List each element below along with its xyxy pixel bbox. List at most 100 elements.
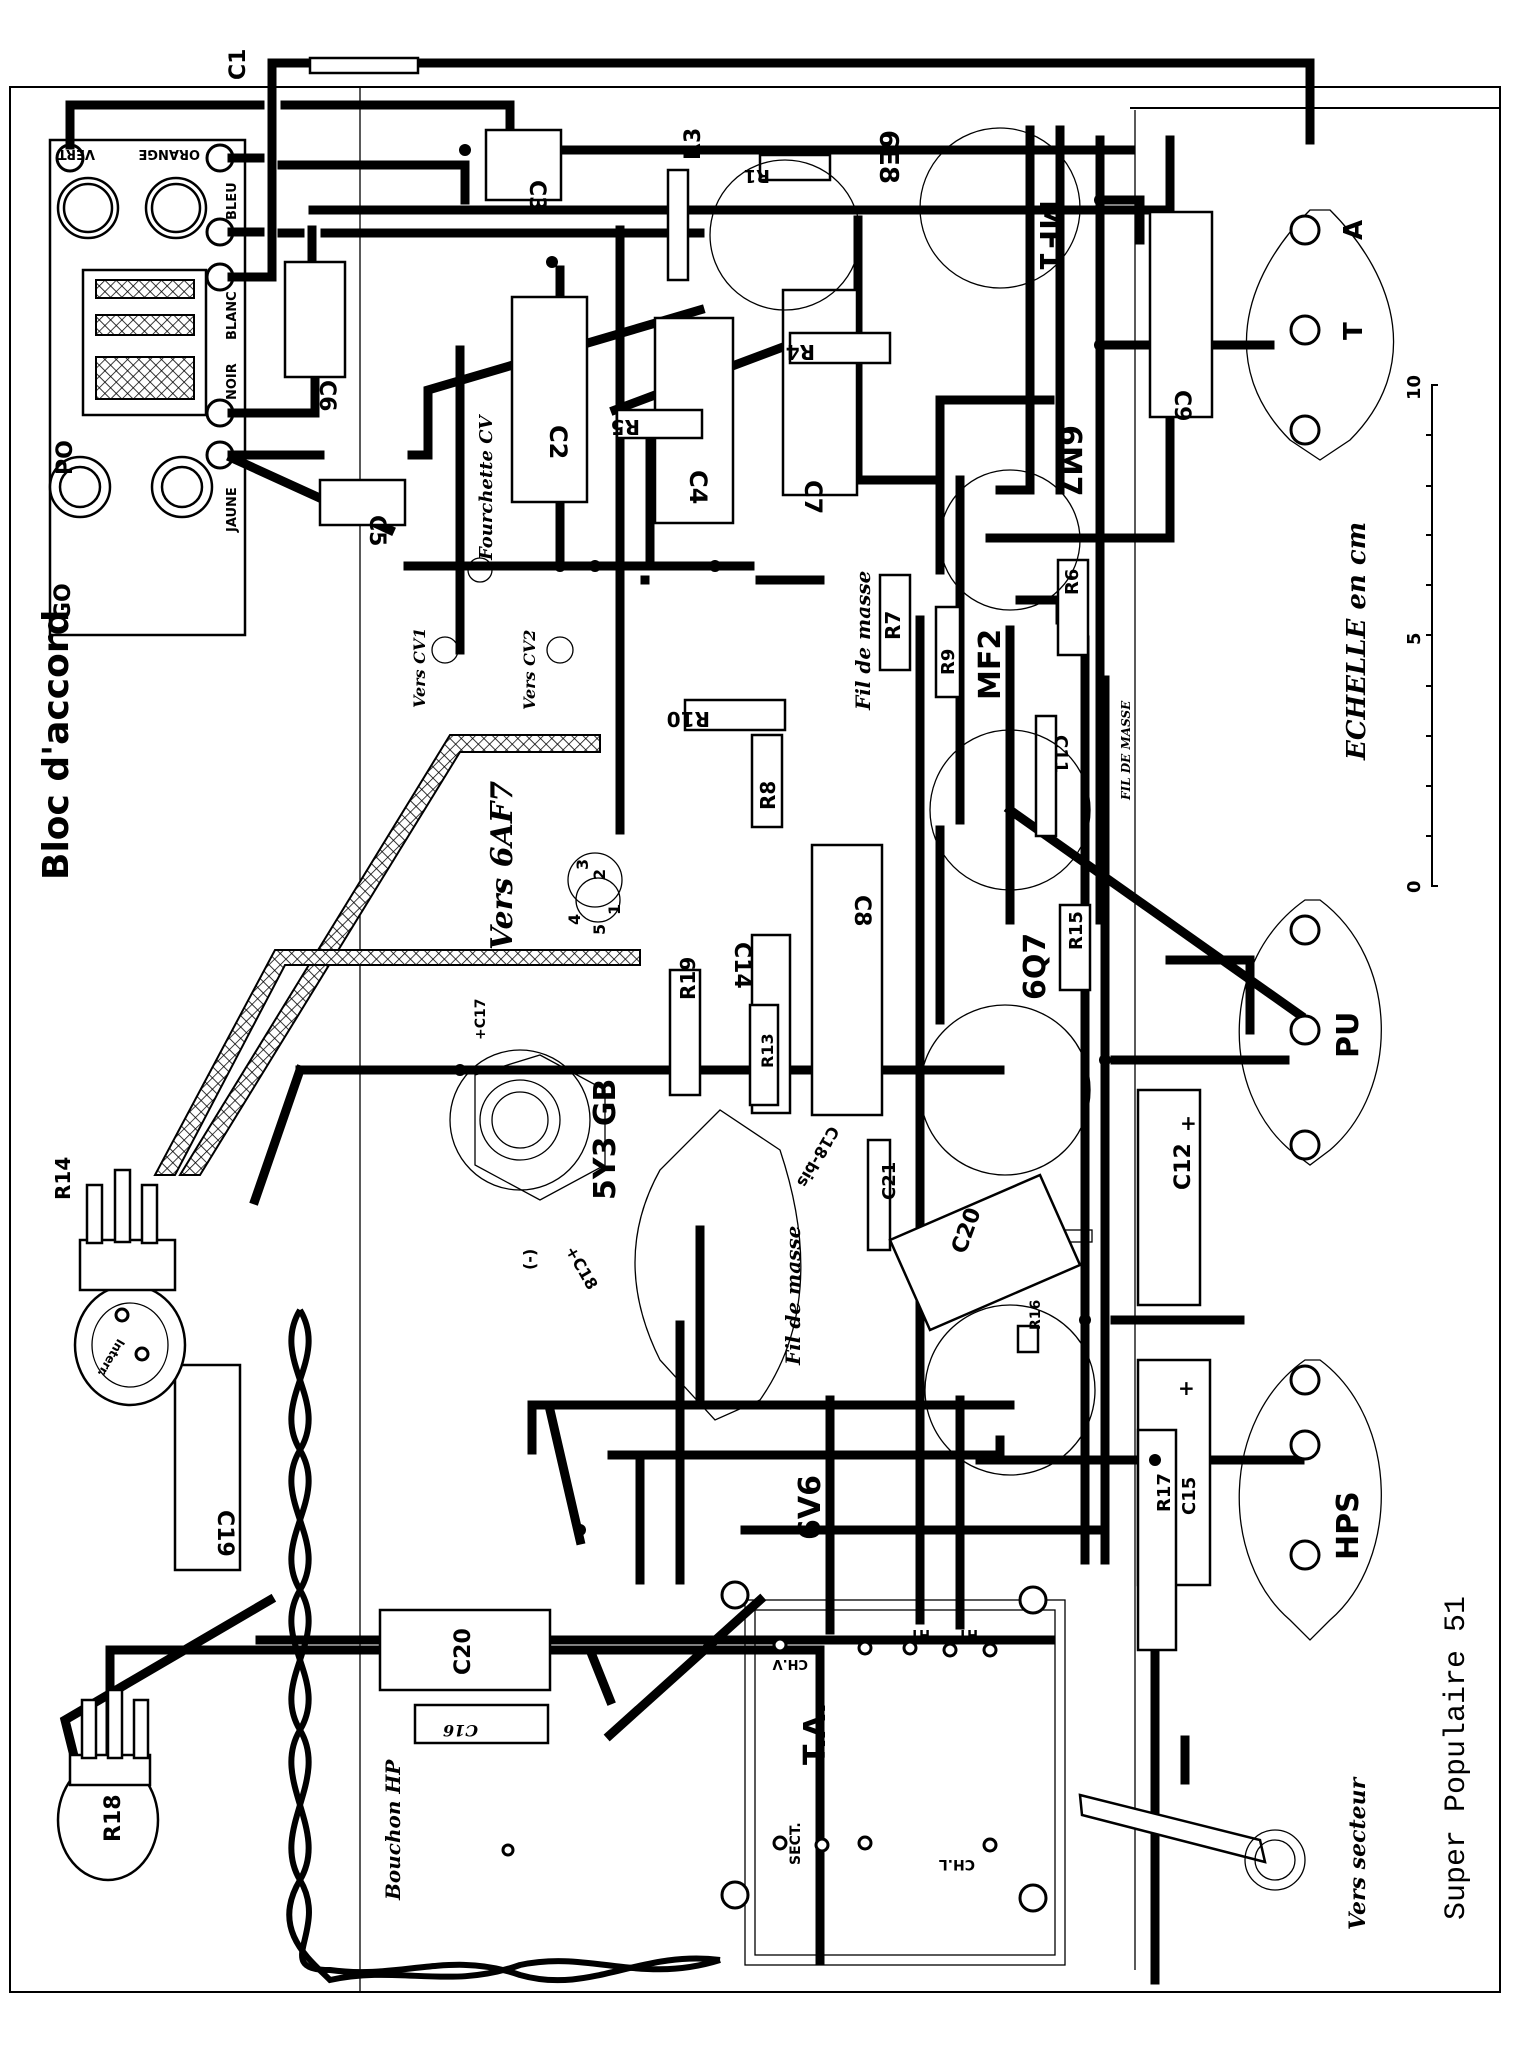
- c12-label: C12: [1171, 1143, 1196, 1190]
- r4-label: R4: [786, 340, 815, 364]
- c20b-label: C20: [451, 1628, 476, 1675]
- c2-label: C2: [544, 425, 572, 459]
- fourchette-connector: [467, 557, 493, 583]
- c15-label: C15: [1179, 1477, 1200, 1515]
- c17-label: +C17: [473, 999, 489, 1041]
- socket-hps-label: HPS: [1331, 1491, 1366, 1560]
- c6-label: C6: [314, 380, 339, 411]
- c5-label: C5: [364, 515, 389, 546]
- ta-term-sect: SECT.: [788, 1822, 804, 1865]
- c12-plus: +: [1180, 1111, 1197, 1135]
- bloc-accord-label: Bloc d'accord: [36, 610, 77, 880]
- scale-bar: 0 5 10 ECHELLE en cm: [1342, 375, 1438, 893]
- c15-plus: +: [1178, 1376, 1195, 1400]
- c1-label: C1: [226, 49, 251, 80]
- tube-5y3-label: 5Y3 GB: [588, 1079, 623, 1200]
- r14-label: R14: [51, 1157, 75, 1200]
- term-jaune: JAUNE: [225, 487, 240, 533]
- vers-secteur-label: Vers secteur: [1345, 1776, 1371, 1930]
- fil-de-masse-1: Fil de masse: [851, 571, 875, 711]
- bloc-accord: [48, 138, 247, 637]
- r9-label: R9: [938, 649, 959, 675]
- socket-pu-label: PU: [1331, 1012, 1366, 1058]
- c16-label: C16: [443, 1721, 478, 1740]
- socket-t-label: T: [1339, 322, 1369, 340]
- cv2-connector: [546, 636, 574, 664]
- r15-label: R15: [1066, 911, 1087, 950]
- scale-tick-5: 5: [1404, 632, 1425, 645]
- term-blanc: BLANC: [225, 291, 240, 340]
- tube-6v6-label: 6V6: [793, 1475, 828, 1540]
- r8-label: R8: [756, 781, 780, 810]
- ta-label: T.A.: [798, 1703, 833, 1765]
- fil-de-masse-2: Fil de masse: [781, 1226, 805, 1366]
- term-noir: NOIR: [225, 363, 240, 400]
- r6-label: R6: [1062, 569, 1083, 595]
- r7-label: R7: [881, 611, 905, 640]
- r16-label: R16: [1028, 1300, 1044, 1330]
- pin-5: 5: [590, 924, 609, 935]
- cv1-connector: [431, 636, 459, 664]
- vers-cv1-label: Vers CV1: [410, 628, 429, 708]
- r13-label: R13: [758, 1033, 777, 1068]
- chassis-outline: [9, 86, 1501, 1993]
- mains-cable: [1078, 1793, 1306, 1891]
- band-go-label: GO: [51, 583, 76, 620]
- r1-label: R1: [744, 165, 770, 186]
- mf1-label: MF1: [1032, 200, 1067, 271]
- ta-term-chl: CH.L: [939, 1856, 975, 1872]
- pin-4: 4: [565, 914, 584, 925]
- fourchette-cv-label: Fourchette CV: [476, 413, 497, 561]
- c14-label: C14: [729, 942, 754, 989]
- c18-label: +C18: [562, 1243, 602, 1294]
- ta-term-chv: CH.V: [773, 1656, 808, 1671]
- scale-label: ECHELLE en cm: [1342, 522, 1372, 761]
- pin-2: 2: [590, 869, 609, 880]
- c1: C1: [226, 49, 420, 80]
- pin-3: 3: [573, 859, 592, 870]
- twisted-pair: [286, 1308, 721, 1984]
- resistors: [615, 153, 1178, 1652]
- r3-label: R3: [681, 128, 706, 160]
- potentiometers: [56, 1168, 187, 1882]
- tube-6q7-label: 6Q7: [1018, 933, 1053, 1000]
- fil-de-masse-3: FIL DE MASSE: [1119, 700, 1133, 801]
- mf2-label: MF2: [973, 629, 1008, 700]
- c21-label: C21: [879, 1162, 900, 1200]
- r19-label: R19: [676, 957, 700, 1000]
- vers-cv2-label: Vers CV2: [520, 630, 539, 710]
- ta-term-ht1: HT: [910, 1626, 930, 1641]
- ta-term-ht2: HT: [958, 1626, 978, 1641]
- c11-label: C11: [1050, 735, 1071, 773]
- diagram-title: Super Populaire 51: [1440, 1595, 1474, 1920]
- c7-label: C7: [799, 480, 827, 514]
- band-po-label: PO: [53, 440, 78, 475]
- tube-sockets: [449, 127, 1096, 1857]
- shielded-cables: [153, 734, 641, 1176]
- c18bis-label: C18-bis: [793, 1123, 843, 1191]
- c18-minus: (-): [520, 1249, 539, 1270]
- term-vert: VERT: [58, 146, 95, 161]
- tube-6m7-label: 6M7: [1052, 425, 1087, 497]
- c9-label: C9: [1169, 390, 1194, 421]
- c19-label: C19: [212, 1510, 237, 1557]
- c3-label: C3: [524, 180, 549, 211]
- bouchon-hp-label: Bouchon HP: [381, 1759, 405, 1901]
- scale-tick-10: 10: [1404, 375, 1425, 400]
- c8-label: C8: [849, 895, 874, 926]
- tube-6e8-label: 6E8: [873, 130, 903, 184]
- scale-tick-0: 0: [1404, 880, 1425, 893]
- c4-label: C4: [684, 470, 712, 504]
- r5-label: R5: [611, 415, 640, 439]
- junctions: [454, 144, 1161, 1536]
- term-orange: ORANGE: [138, 146, 200, 161]
- vers-6af7-label: Vers 6AF7: [485, 781, 520, 950]
- socket-6af7: [575, 877, 621, 923]
- r18-label: R18: [101, 1794, 126, 1842]
- term-bleu: BLEU: [225, 182, 240, 220]
- transformer-ta: [720, 1580, 1066, 1966]
- r17-label: R17: [1154, 1473, 1175, 1512]
- pin-1: 1: [605, 904, 624, 915]
- labels: Bloc d'accord GO PO VERT ORANGE BLEU BLA…: [36, 128, 1371, 1930]
